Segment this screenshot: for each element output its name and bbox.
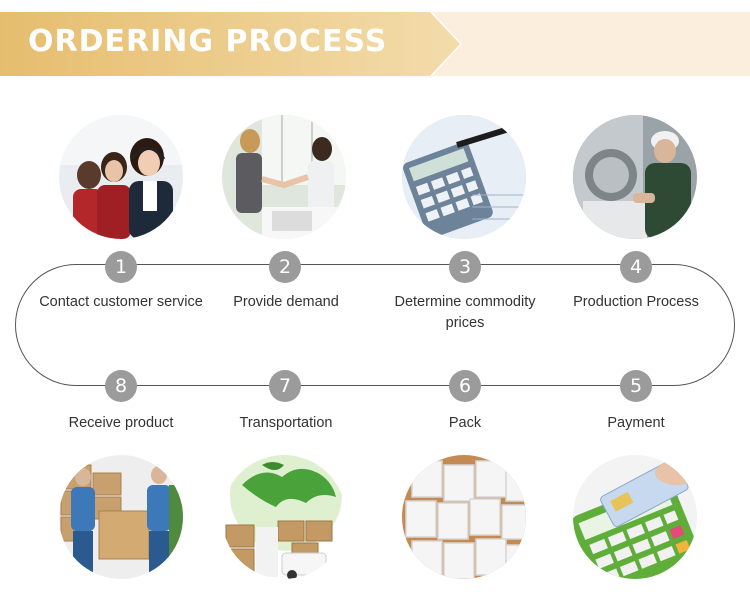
step-label-4: Production Process	[551, 292, 721, 313]
step-number-7: 7	[269, 370, 301, 402]
step-label-3: Determine commodity prices	[380, 292, 550, 334]
white-boxes-photo	[402, 455, 526, 579]
step-label-1: Contact customer service	[36, 292, 206, 313]
step-label-6: Pack	[380, 413, 550, 434]
card-payment-terminal-photo	[573, 455, 697, 579]
step-number-6: 6	[449, 370, 481, 402]
step-number-8: 8	[105, 370, 137, 402]
call-center-agents-photo	[59, 115, 183, 239]
calculator-pen-photo	[402, 115, 526, 239]
step-label-7: Transportation	[201, 413, 371, 434]
factory-worker-photo	[573, 115, 697, 239]
step-number-3: 3	[449, 251, 481, 283]
header-banner: ORDERING PROCESS	[0, 12, 750, 76]
step-number-1: 1	[105, 251, 137, 283]
step-label-8: Receive product	[36, 413, 206, 434]
step-label-5: Payment	[551, 413, 721, 434]
globe-delivery-photo	[222, 455, 346, 579]
movers-carrying-box-photo	[59, 455, 183, 579]
page-title: ORDERING PROCESS	[28, 24, 387, 59]
business-handshake-photo	[222, 115, 346, 239]
step-number-4: 4	[620, 251, 652, 283]
step-number-2: 2	[269, 251, 301, 283]
step-label-2: Provide demand	[201, 292, 371, 313]
step-number-5: 5	[620, 370, 652, 402]
